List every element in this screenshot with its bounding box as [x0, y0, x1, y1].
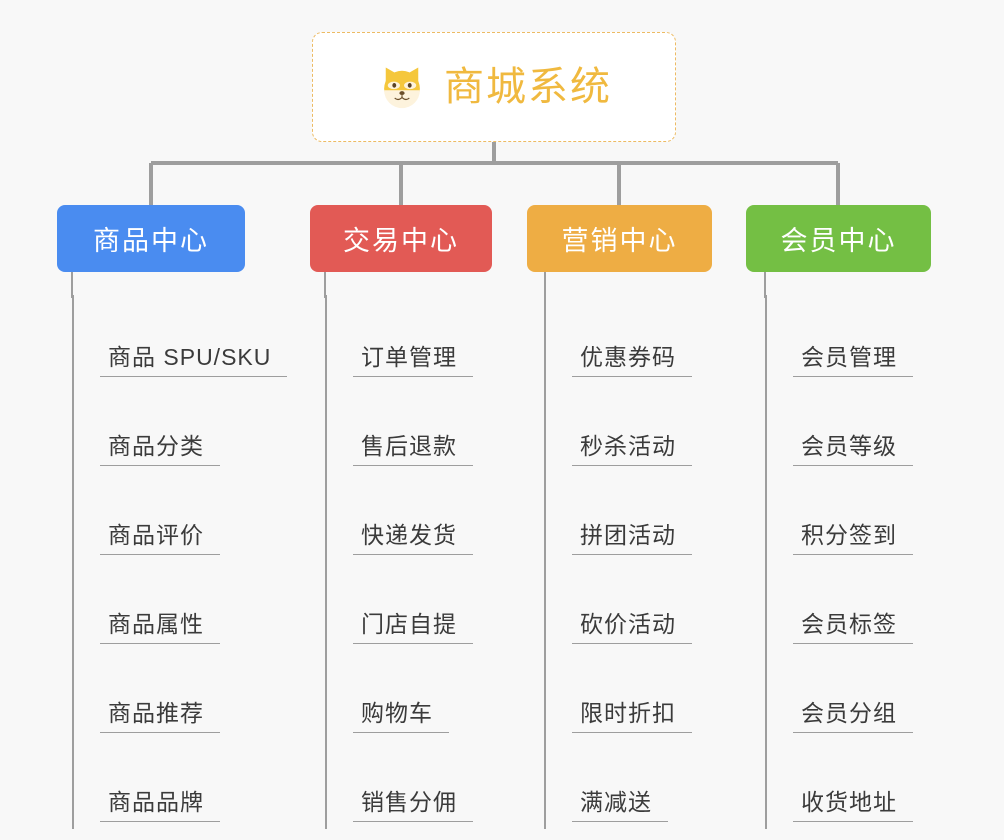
leaf-label: 商品分类 [100, 433, 220, 466]
leaf-label: 快递发货 [353, 522, 473, 555]
leaf-list-member-center: 会员管理 会员等级 积分签到 会员标签 会员分组 收货地址 [765, 295, 931, 829]
leaf-label: 销售分佣 [353, 789, 473, 822]
leaf-item[interactable]: 商品 SPU/SKU [72, 295, 288, 384]
root-title: 商城系统 [444, 65, 612, 109]
leaf-item[interactable]: 订单管理 [325, 295, 492, 384]
leaf-label: 商品品牌 [100, 789, 220, 822]
branch-header-label: 交易中心 [343, 226, 459, 256]
leaf-label: 满减送 [572, 789, 668, 822]
leaf-label: 会员分组 [793, 700, 913, 733]
leaf-label: 限时折扣 [572, 700, 692, 733]
leaf-item[interactable]: 砍价活动 [544, 562, 712, 651]
leaf-item[interactable]: 满减送 [544, 740, 712, 829]
leaf-label: 订单管理 [353, 344, 473, 377]
leaf-label: 秒杀活动 [572, 433, 692, 466]
branch-header-product-center[interactable]: 商品中心 [57, 205, 245, 272]
leaf-list-product-center: 商品 SPU/SKU 商品分类 商品评价 商品属性 商品推荐 商品品牌 [72, 295, 288, 829]
branch-marketing-center: 营销中心 优惠券码 秒杀活动 拼团活动 砍价活动 限时折扣 满减送 [527, 205, 712, 829]
leaf-item[interactable]: 限时折扣 [544, 651, 712, 740]
leaf-item[interactable]: 门店自提 [325, 562, 492, 651]
branch-header-label: 会员中心 [780, 226, 897, 256]
branch-member-center: 会员中心 会员管理 会员等级 积分签到 会员标签 会员分组 收货地址 [746, 205, 931, 829]
leaf-label: 砍价活动 [572, 611, 692, 644]
leaf-item[interactable]: 会员标签 [765, 562, 931, 651]
leaf-item[interactable]: 商品分类 [72, 384, 245, 473]
leaf-label: 积分签到 [793, 522, 913, 555]
leaf-item[interactable]: 商品属性 [72, 562, 245, 651]
leaf-label: 售后退款 [353, 433, 473, 466]
branch-header-marketing-center[interactable]: 营销中心 [527, 205, 712, 272]
leaf-label: 拼团活动 [572, 522, 692, 555]
leaf-item[interactable]: 拼团活动 [544, 473, 712, 562]
leaf-label: 商品推荐 [100, 700, 220, 733]
leaf-list-marketing-center: 优惠券码 秒杀活动 拼团活动 砍价活动 限时折扣 满减送 [544, 295, 712, 829]
leaf-label: 门店自提 [353, 611, 473, 644]
branch-header-label: 营销中心 [561, 226, 678, 256]
branch-trade-center: 交易中心 订单管理 售后退款 快递发货 门店自提 购物车 销售分佣 [310, 205, 492, 829]
leaf-item[interactable]: 快递发货 [325, 473, 492, 562]
leaf-item[interactable]: 商品评价 [72, 473, 245, 562]
leaf-item[interactable]: 积分签到 [765, 473, 931, 562]
leaf-item[interactable]: 商品品牌 [72, 740, 245, 829]
shiba-dog-face-icon [376, 61, 428, 113]
branch-header-member-center[interactable]: 会员中心 [746, 205, 931, 272]
branch-header-trade-center[interactable]: 交易中心 [310, 205, 492, 272]
leaf-item[interactable]: 会员等级 [765, 384, 931, 473]
leaf-item[interactable]: 收货地址 [765, 740, 931, 829]
branch-product-center: 商品中心 商品 SPU/SKU 商品分类 商品评价 商品属性 商品推荐 商品品牌 [57, 205, 288, 829]
leaf-item[interactable]: 会员管理 [765, 295, 931, 384]
leaf-item[interactable]: 购物车 [325, 651, 492, 740]
leaf-item[interactable]: 售后退款 [325, 384, 492, 473]
leaf-item[interactable]: 商品推荐 [72, 651, 245, 740]
leaf-label: 购物车 [353, 700, 449, 733]
leaf-label: 会员管理 [793, 344, 913, 377]
leaf-label: 收货地址 [793, 789, 913, 822]
leaf-item[interactable]: 会员分组 [765, 651, 931, 740]
leaf-item[interactable]: 销售分佣 [325, 740, 492, 829]
leaf-item[interactable]: 秒杀活动 [544, 384, 712, 473]
leaf-item[interactable]: 优惠券码 [544, 295, 712, 384]
leaf-label: 会员标签 [793, 611, 913, 644]
root-node[interactable]: 商城系统 [312, 32, 676, 142]
leaf-label: 商品属性 [100, 611, 220, 644]
branch-header-label: 商品中心 [93, 226, 209, 256]
leaf-label: 商品 SPU/SKU [100, 344, 288, 377]
leaf-label: 会员等级 [793, 433, 913, 466]
leaf-label: 商品评价 [100, 522, 220, 555]
leaf-list-trade-center: 订单管理 售后退款 快递发货 门店自提 购物车 销售分佣 [325, 295, 492, 829]
leaf-label: 优惠券码 [572, 344, 692, 377]
